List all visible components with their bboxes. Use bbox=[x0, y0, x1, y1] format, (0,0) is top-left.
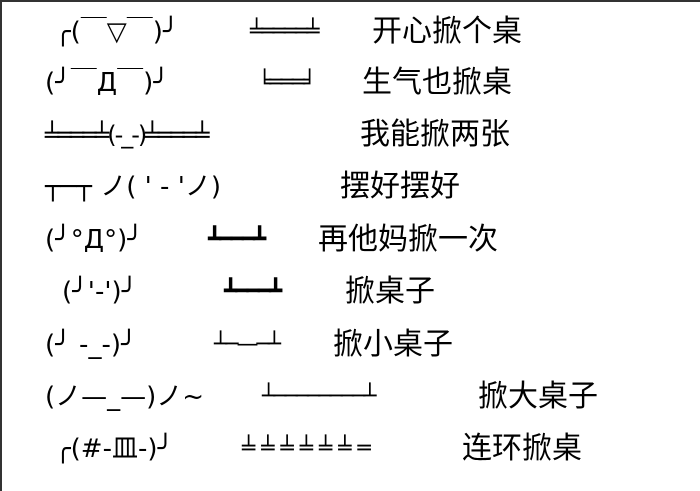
table-glyph: ╧════╧ bbox=[250, 19, 319, 44]
caption: 掀小桌子 bbox=[333, 327, 453, 362]
kaomoji-face: (ノ—_—)ノ~ bbox=[45, 382, 205, 412]
kaomoji-face: (╯￣Д￣)╯ bbox=[45, 68, 169, 98]
kaomoji-face: (╯'-')╯ bbox=[62, 277, 138, 307]
caption: 开心掀个桌 bbox=[372, 14, 522, 49]
caption: 生气也掀桌 bbox=[362, 65, 512, 100]
kaomoji-face: (╯ -_-)╯ bbox=[45, 330, 137, 360]
caption: 掀大桌子 bbox=[478, 379, 598, 414]
kaomoji-row: (╯'-')╯ ┻━━━┻ 掀桌子 bbox=[0, 267, 700, 317]
caption: 连环掀桌 bbox=[462, 431, 582, 466]
kaomoji-row: ┬─┬ ノ( ' - 'ノ) 摆好摆好 bbox=[0, 162, 700, 212]
kaomoji-row: (╯￣Д￣)╯ ╘═══╛ 生气也掀桌 bbox=[0, 58, 700, 108]
kaomoji-row: ╭(#-皿-)╯ ╧╧╧╧╧╧═ 连环掀桌 bbox=[0, 424, 700, 474]
kaomoji-row: ╭(￣▽￣)╯ ╧════╧ 开心掀个桌 bbox=[0, 7, 700, 57]
kaomoji-face: (╯°Д°)╯ bbox=[45, 225, 143, 255]
table-glyph: ┻━━━┻ bbox=[224, 279, 282, 304]
kaomoji-row: (╯ -_-)╯ ┴─—─┴ 掀小桌子 bbox=[0, 320, 700, 370]
caption: 再他妈掀一次 bbox=[318, 222, 498, 257]
kaomoji-row: (ノ—_—)ノ~ ┴────────┴ 掀大桌子 bbox=[0, 372, 700, 422]
caption: 摆好摆好 bbox=[340, 169, 460, 204]
kaomoji-face: ╧═══╧(-_-)╧═══╧ bbox=[45, 121, 210, 149]
kaomoji-row: ╧═══╧(-_-)╧═══╧ 我能掀两张 bbox=[0, 110, 700, 160]
table-glyph: ┴─—─┴ bbox=[214, 332, 281, 357]
kaomoji-face: ╭(￣▽￣)╯ bbox=[55, 17, 179, 47]
table-glyph: ┻━━━┻ bbox=[208, 227, 266, 252]
table-glyph: ┴────────┴ bbox=[262, 384, 376, 409]
kaomoji-face: ┬─┬ ノ( ' - 'ノ) bbox=[45, 172, 221, 202]
kaomoji-row: (╯°Д°)╯ ┻━━━┻ 再他妈掀一次 bbox=[0, 215, 700, 265]
table-glyph: ╧╧╧╧╧╧═ bbox=[242, 436, 377, 461]
table-glyph: ╘═══╛ bbox=[258, 70, 316, 95]
caption: 掀桌子 bbox=[345, 274, 435, 309]
caption: 我能掀两张 bbox=[360, 117, 510, 152]
kaomoji-face: ╭(#-皿-)╯ bbox=[55, 434, 174, 464]
